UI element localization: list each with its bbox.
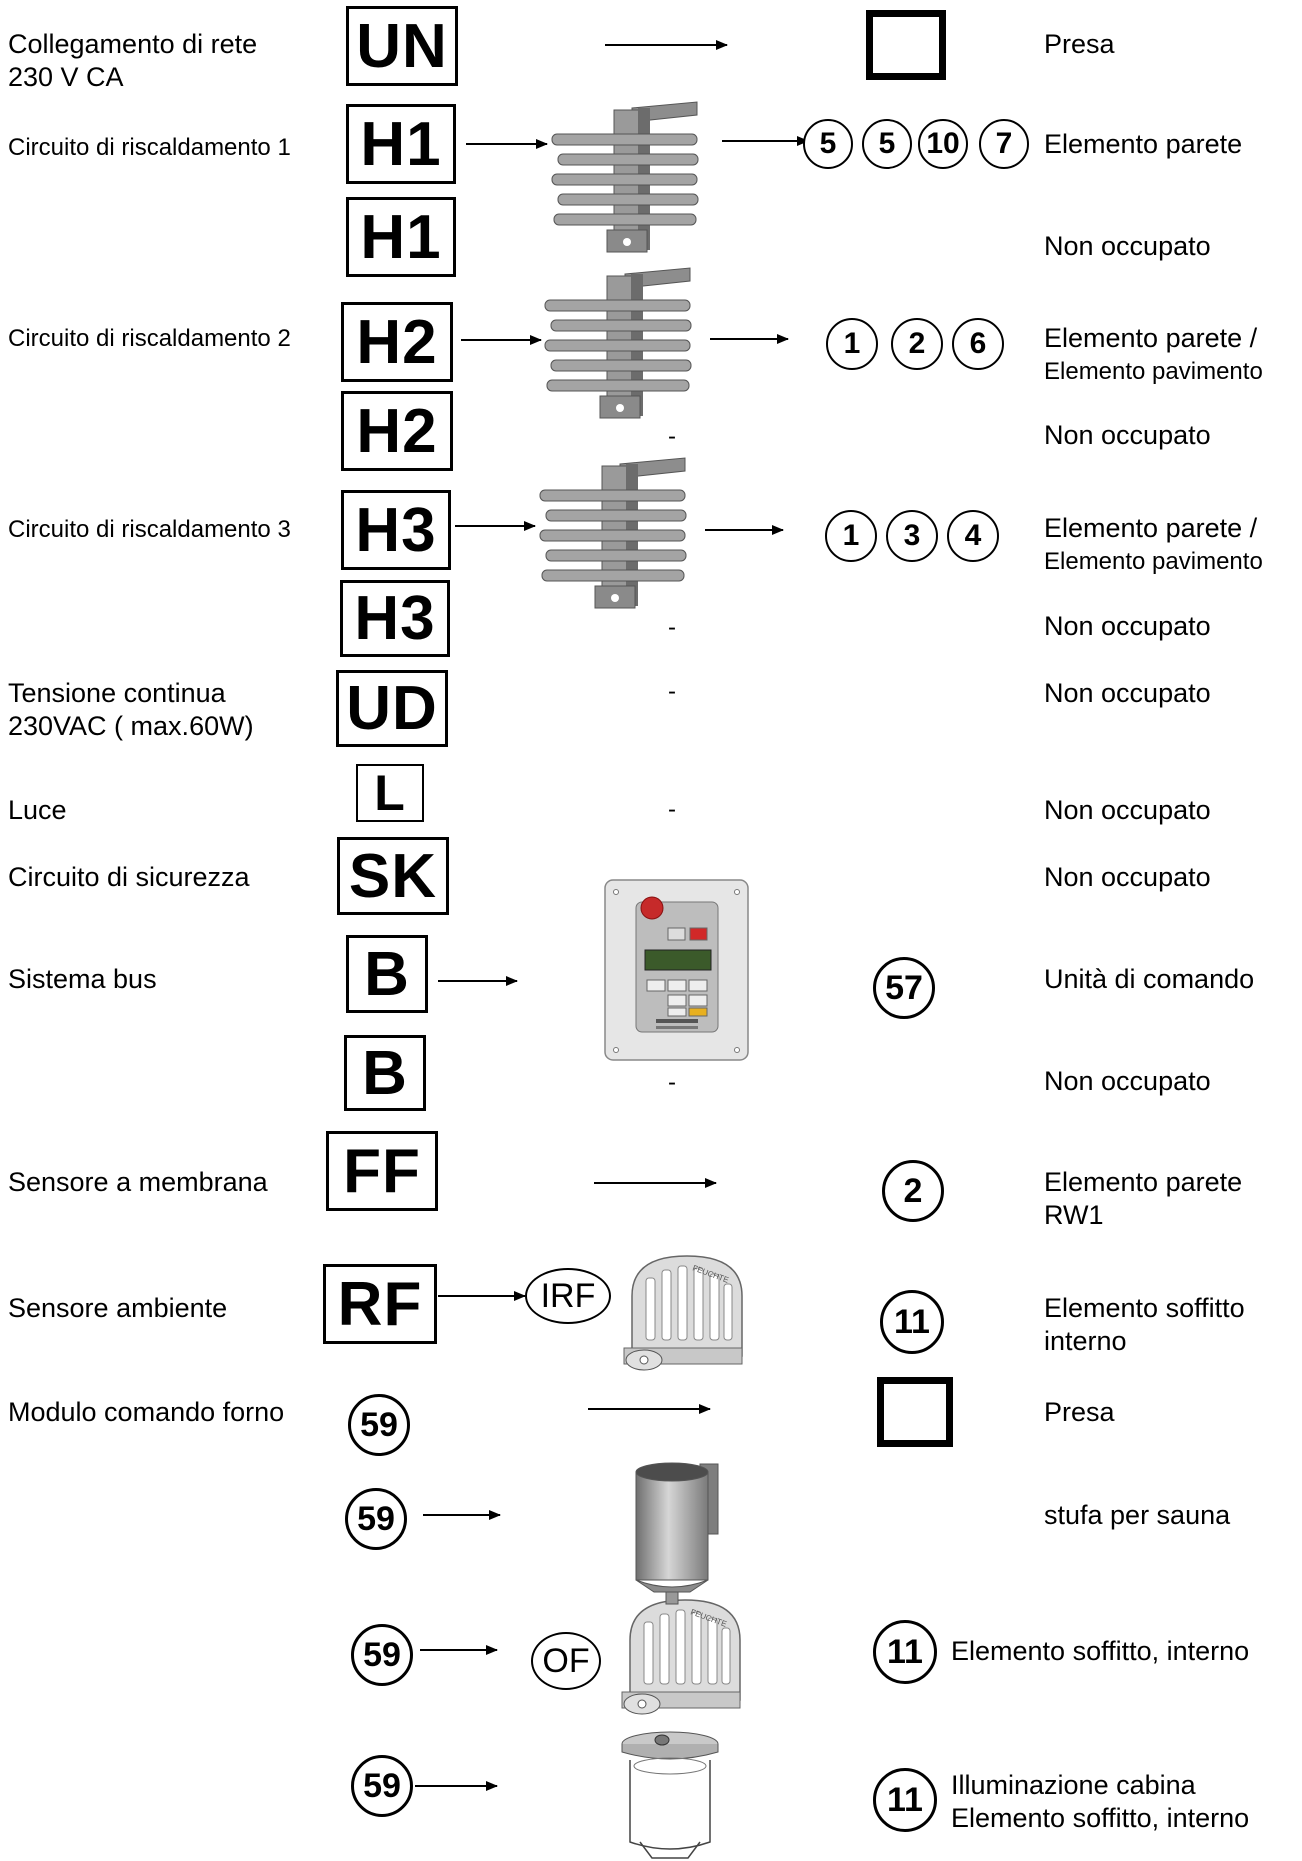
right-label-ff-line1: Elemento parete: [1044, 1167, 1243, 1197]
code-box-h3: H3: [341, 490, 451, 570]
right-label-ff-line2: RW1: [1044, 1200, 1104, 1230]
label-heating-circuit-2: Circuito di riscaldamento 2: [8, 325, 291, 352]
right-label-h3-line2: Elemento pavimento: [1044, 548, 1263, 575]
oval-irf: IRF: [525, 1268, 611, 1324]
ceiling-light-illustration: [621, 1731, 719, 1859]
label-oven-control-module: Modulo comando forno: [8, 1397, 285, 1427]
right-label-h1-free: Non occupato: [1044, 231, 1211, 261]
code-circle-59-oven-sensor: 59: [351, 1624, 413, 1686]
label-heating-circuit-1: Circuito di riscaldamento 1: [8, 134, 291, 161]
sauna-stove-illustration: [635, 1462, 719, 1605]
right-label-stove: stufa per sauna: [1044, 1500, 1231, 1530]
right-label-rf-line1: Elemento soffitto: [1044, 1293, 1245, 1323]
element-circle-h1-1: 5: [803, 119, 853, 169]
right-label-h2-free: Non occupato: [1044, 420, 1211, 450]
dash-l: -: [668, 796, 676, 823]
element-circle-h2-1: 1: [826, 318, 878, 370]
label-mains-line1: Collegamento di rete: [8, 29, 258, 59]
code-box-ud: UD: [336, 670, 448, 747]
socket-square-2: [877, 1377, 953, 1447]
code-box-h1-second: H1: [346, 197, 456, 277]
element-circle-h2-2: 2: [891, 318, 943, 370]
right-label-oven-sensor: Elemento soffitto, interno: [951, 1636, 1250, 1666]
code-circle-59-presa: 59: [348, 1394, 410, 1456]
element-circle-ff: 2: [882, 1160, 944, 1222]
element-circle-h1-3: 10: [918, 119, 968, 169]
label-mains-line2: 230 V CA: [8, 62, 124, 92]
room-sensor-illustration: FEUCHTE: [623, 1255, 743, 1371]
right-label-h2-line1: Elemento parete /: [1044, 323, 1258, 353]
dash-h2: -: [668, 423, 676, 450]
label-dc-voltage-line1: Tensione continua: [8, 678, 226, 708]
code-box-h3-second: H3: [340, 580, 450, 657]
label-room-sensor: Sensore ambiente: [8, 1293, 228, 1323]
element-circle-bus: 57: [873, 957, 935, 1019]
code-box-un: UN: [346, 6, 458, 86]
element-circle-rf: 11: [880, 1290, 944, 1354]
element-circle-h3-3: 4: [947, 510, 999, 562]
oven-sensor-illustration: FEUCHTE: [621, 1599, 741, 1715]
right-label-light-line1: Illuminazione cabina: [951, 1770, 1196, 1800]
element-circle-of: 11: [873, 1620, 937, 1684]
right-label-light-line2: Elemento soffitto, interno: [951, 1803, 1250, 1833]
code-box-ff: FF: [326, 1131, 438, 1211]
right-label-l: Non occupato: [1044, 795, 1211, 825]
label-bus-system: Sistema bus: [8, 964, 157, 994]
code-circle-59-stove: 59: [345, 1488, 407, 1550]
code-box-rf: RF: [323, 1264, 437, 1344]
right-label-bus: Unità di comando: [1044, 964, 1255, 994]
element-circle-h2-3: 6: [952, 318, 1004, 370]
right-label-h3-line1: Elemento parete /: [1044, 513, 1258, 543]
terminal-block-h2: [544, 267, 692, 419]
label-heating-circuit-3: Circuito di riscaldamento 3: [8, 516, 291, 543]
oval-of: OF: [531, 1632, 601, 1690]
right-label-rf-line2: interno: [1044, 1326, 1127, 1356]
element-circle-h1-2: 5: [862, 119, 912, 169]
dash-b: -: [668, 1069, 676, 1096]
right-label-h1: Elemento parete: [1044, 129, 1243, 159]
code-box-h1: H1: [346, 104, 456, 184]
code-box-b-second: B: [344, 1035, 426, 1111]
right-label-h2-line2: Elemento pavimento: [1044, 358, 1263, 385]
label-safety-circuit: Circuito di sicurezza: [8, 862, 250, 892]
dash-h3: -: [668, 614, 676, 641]
code-box-b: B: [346, 935, 428, 1013]
element-circle-h1-4: 7: [979, 119, 1029, 169]
socket-square-1: [866, 10, 946, 80]
right-label-b-free: Non occupato: [1044, 1066, 1211, 1096]
element-circle-h3-1: 1: [825, 510, 877, 562]
right-label-h3-free: Non occupato: [1044, 611, 1211, 641]
code-box-h2-second: H2: [341, 391, 453, 471]
code-circle-59-light: 59: [351, 1755, 413, 1817]
right-label-presa-2: Presa: [1044, 1397, 1115, 1427]
code-box-h2: H2: [341, 302, 453, 382]
label-membrane-sensor: Sensore a membrana: [8, 1167, 268, 1197]
right-label-presa-1: Presa: [1044, 29, 1115, 59]
code-box-sk: SK: [337, 837, 449, 915]
label-dc-voltage-line2: 230VAC ( max.60W): [8, 711, 254, 741]
label-light: Luce: [8, 795, 67, 825]
element-circle-light: 11: [873, 1768, 937, 1832]
control-unit-illustration: [604, 879, 749, 1061]
right-label-ud: Non occupato: [1044, 678, 1211, 708]
element-circle-h3-2: 3: [886, 510, 938, 562]
code-box-l: L: [356, 764, 424, 822]
terminal-block-h1: [551, 101, 699, 253]
right-label-sk: Non occupato: [1044, 862, 1211, 892]
dash-ud: -: [668, 678, 676, 705]
terminal-block-h3: [539, 457, 687, 609]
